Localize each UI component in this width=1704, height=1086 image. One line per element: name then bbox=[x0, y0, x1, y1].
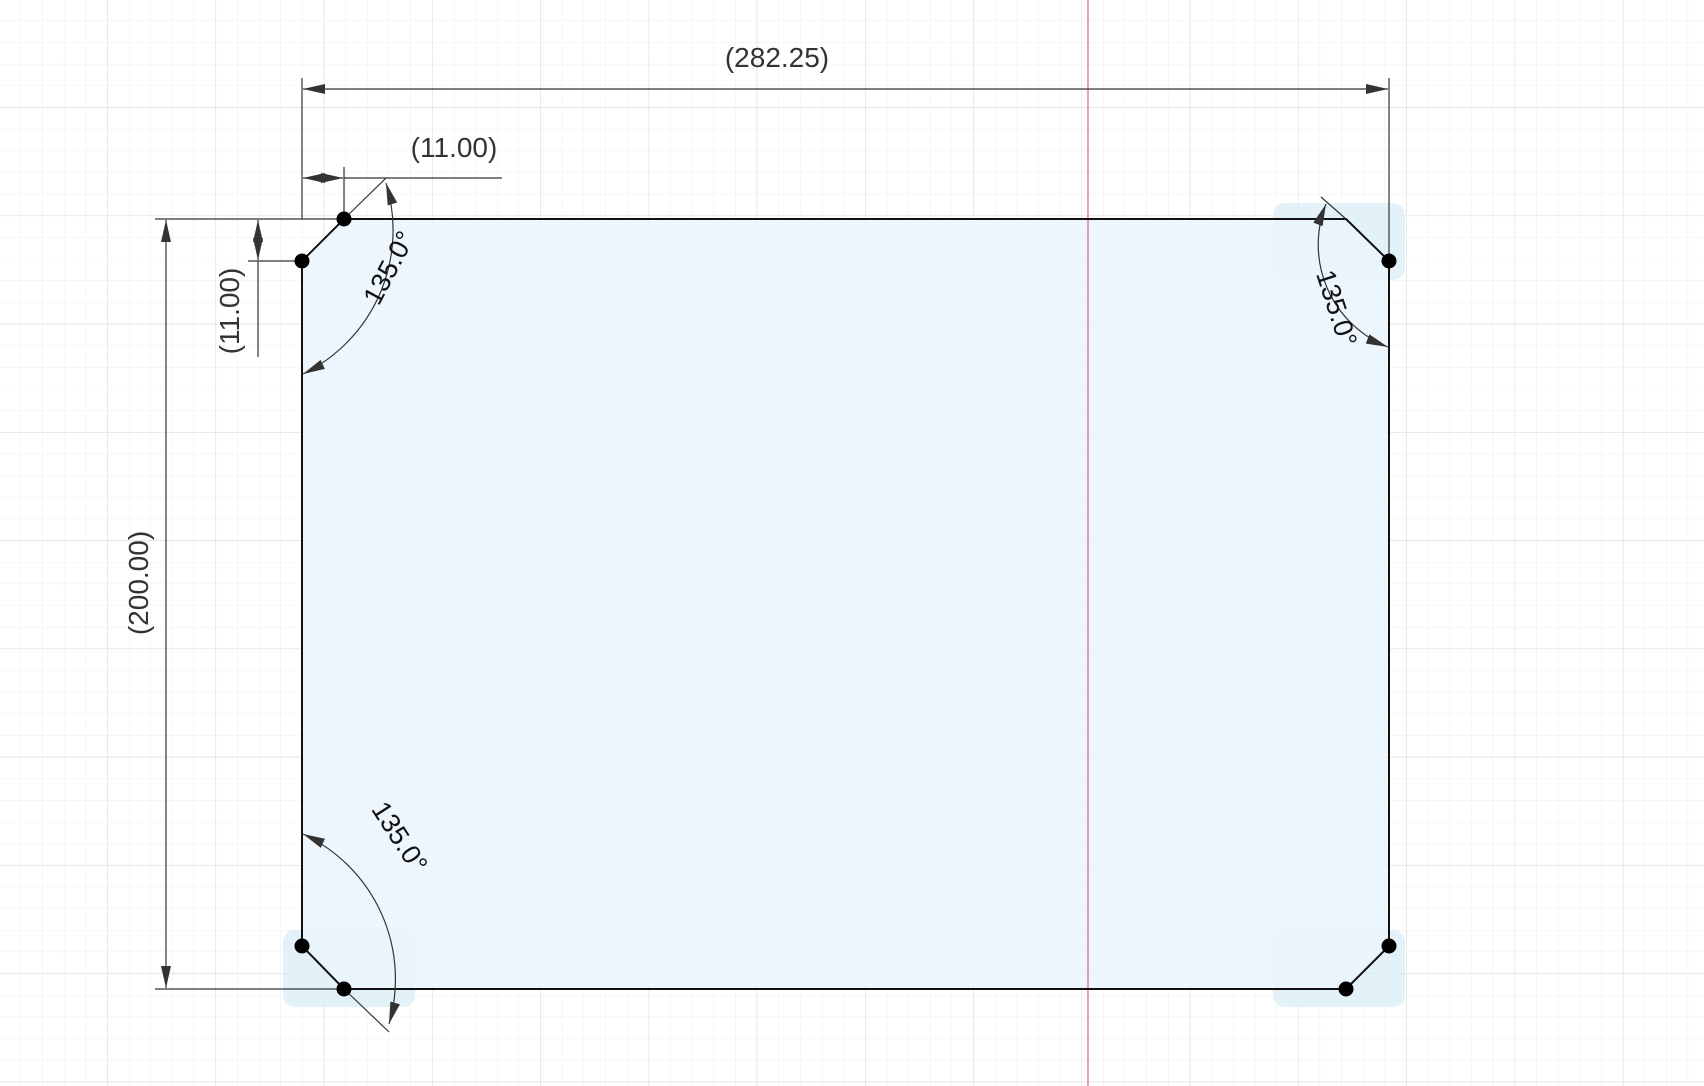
chamfer-vertical-label[interactable]: (11.00) bbox=[214, 268, 245, 355]
sketch-point[interactable] bbox=[336, 981, 352, 997]
angle-tl-arc bbox=[302, 182, 398, 375]
height-dimension[interactable]: (200.00) bbox=[123, 218, 344, 990]
sketch-point[interactable] bbox=[294, 938, 310, 954]
sketch-point[interactable] bbox=[294, 253, 310, 269]
sketch-point[interactable] bbox=[1381, 938, 1397, 954]
sketch-profile[interactable] bbox=[302, 219, 1389, 989]
sketch-point[interactable] bbox=[336, 211, 352, 227]
width-dimension[interactable]: (282.25) bbox=[301, 42, 1390, 261]
chamfer-horizontal-label[interactable]: (11.00) bbox=[411, 132, 498, 163]
chamfer-vertical-dimension[interactable]: (11.00) bbox=[214, 220, 302, 357]
sketch-point[interactable] bbox=[1338, 981, 1354, 997]
height-dimension-label[interactable]: (200.00) bbox=[123, 531, 154, 635]
sketch-points[interactable] bbox=[294, 211, 1397, 997]
sketch-point[interactable] bbox=[1381, 253, 1397, 269]
width-dimension-label[interactable]: (282.25) bbox=[725, 42, 829, 73]
angle-bl-arc bbox=[302, 833, 400, 1025]
angle-tr-arc bbox=[1313, 203, 1389, 348]
